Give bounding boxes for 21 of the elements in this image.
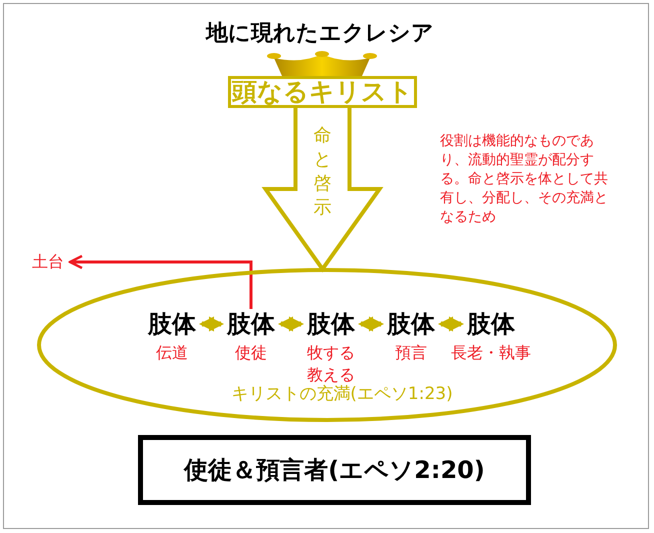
- member-text: 肢体: [302, 310, 360, 338]
- arrow: [68, 254, 252, 309]
- role-label: 長老・執事: [450, 342, 532, 364]
- ellipse-caption: キリストの充満(エペソ1:23): [230, 383, 454, 405]
- note-text: 役割は機能的なものであり、流動的聖霊が配分する。命と啓示を体として共有し、分配し、その充満となるため: [440, 132, 609, 227]
- title: 地に現れたエクレシア: [204, 20, 435, 48]
- double-arrow: [199, 316, 224, 332]
- role-label: 牧する教える: [306, 342, 356, 384]
- foundation-text: 土台: [30, 251, 66, 273]
- member-text: 肢体: [143, 310, 201, 338]
- double-arrow: [278, 316, 304, 332]
- double-arrow: [438, 316, 464, 332]
- member-text: 肢体: [222, 310, 280, 338]
- role-label: 伝道: [155, 342, 189, 364]
- double-arrow: [358, 316, 384, 332]
- member-text: 肢体: [462, 310, 520, 338]
- role-label: 預言: [394, 342, 428, 364]
- member-text: 肢体: [382, 310, 440, 338]
- role-label: 使徒: [234, 342, 268, 364]
- heading-box: 頭なるキリスト: [228, 76, 417, 108]
- foundation-box: 使徒＆預言者(エペソ2:20): [138, 435, 531, 505]
